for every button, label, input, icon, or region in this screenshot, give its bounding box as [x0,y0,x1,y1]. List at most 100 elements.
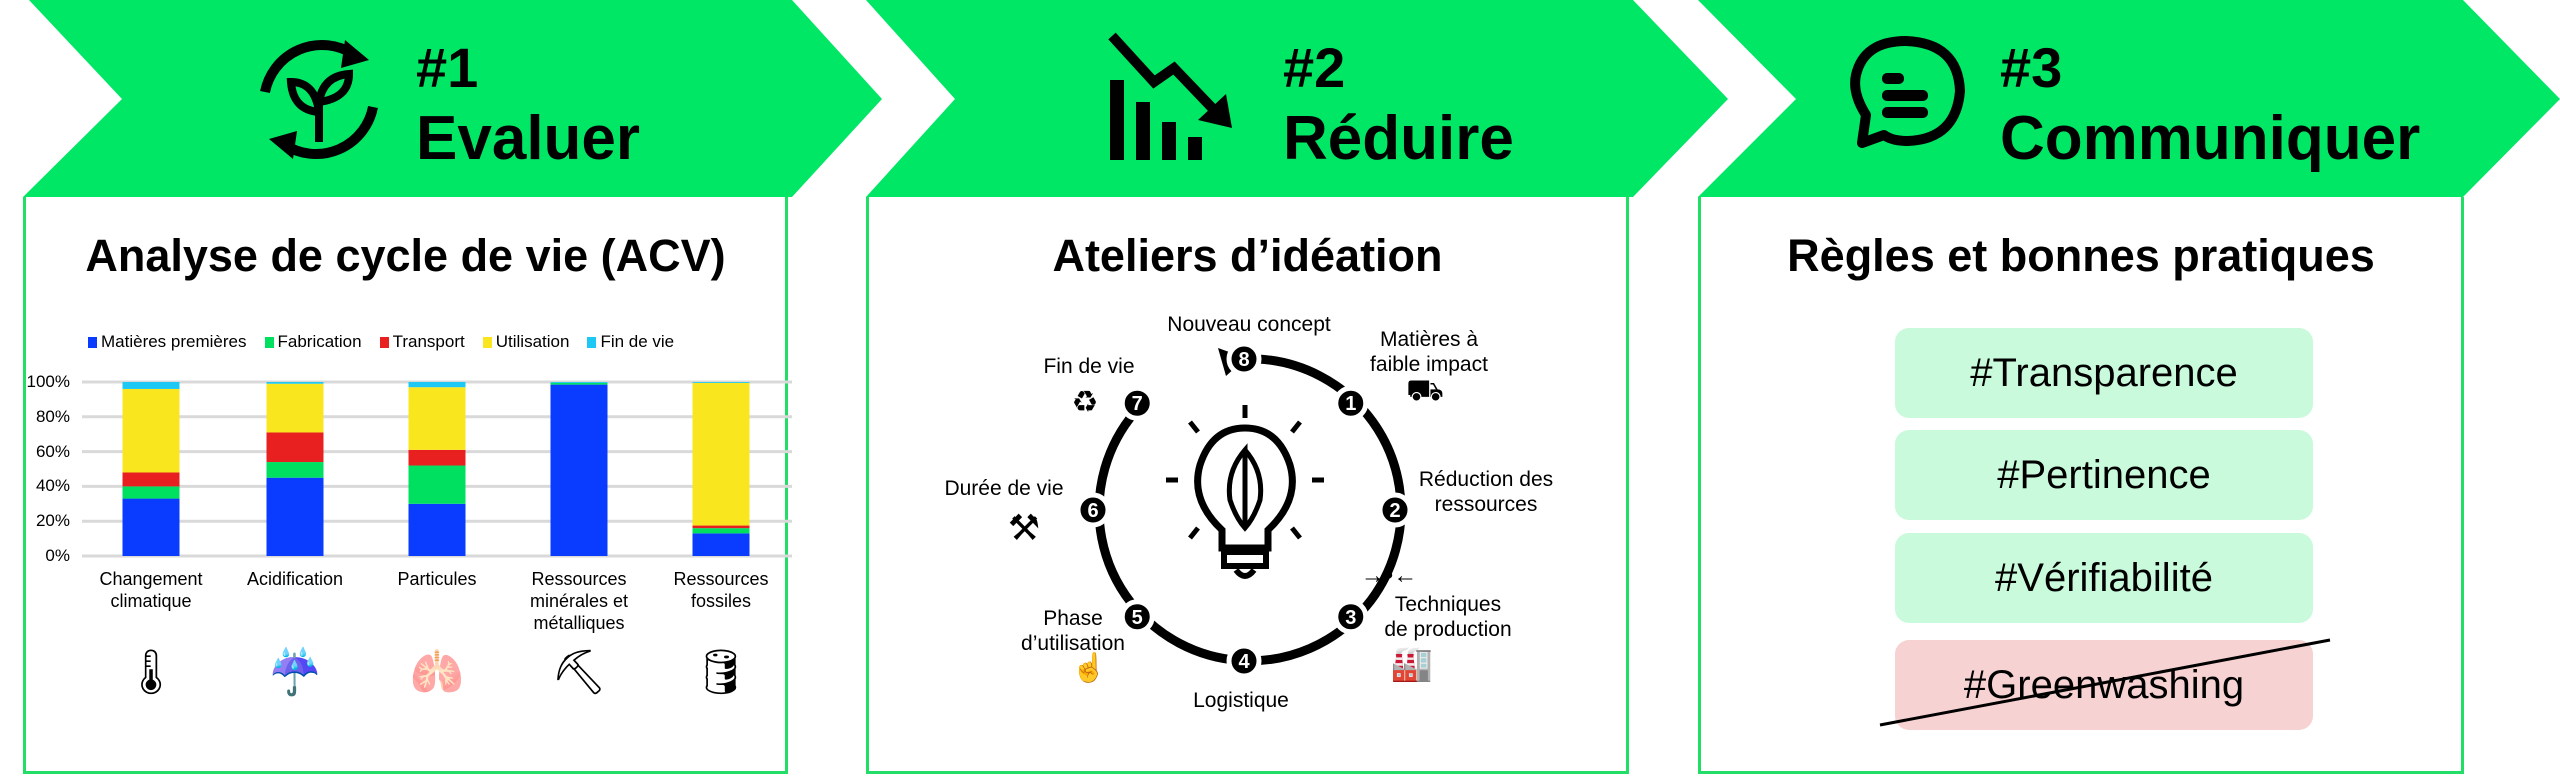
panel-2-title: Ateliers d’idéation [1052,230,1443,281]
declining-chart-icon [1108,32,1232,160]
bar-segment [692,382,750,383]
cycle-node-3 [1333,599,1369,635]
tag-pertinence: #Pertinence [1895,430,2313,520]
tag-verifiabilite: #Vérifiabilité [1895,533,2313,623]
stacked-bar-chart [82,380,792,558]
chat-bubble-icon [1850,36,1965,148]
tag-text: #Pertinence [1997,452,2211,497]
cycle-node-number: 7 [1132,393,1143,415]
bar-segment [692,528,750,534]
oil-barrel-icon: 🛢 [693,648,749,697]
bar-segment [266,462,324,478]
y-tick-label: 20% [35,511,70,531]
legend-swatch [379,337,389,348]
tag-text: #Transparence [1970,350,2238,395]
chevron-step-2 [866,0,1728,197]
cycle-node-number: 8 [1238,349,1249,371]
bar-segment [408,465,466,504]
cycle-node-number: 4 [1238,651,1250,673]
lightbulb-leaf-icon [1166,405,1324,579]
step-3-number: #3 [2000,36,2063,99]
x-category-label: Particules [397,569,477,589]
bar-segment [692,382,750,526]
earth-thermometer-icon: 🌡 [123,648,179,697]
legend-label: Fabrication [277,332,362,351]
x-category-label: Changement climatique [99,569,203,611]
cycle-node-label: Nouveau concept [1167,313,1331,336]
y-tick-label: 0% [45,546,70,565]
legend-label: Utilisation [495,332,570,351]
cycle-node-2 [1377,492,1413,528]
recycle-icon: ♻ [1071,386,1099,419]
cycle-node-number: 6 [1087,500,1098,522]
cycle-node-number: 5 [1132,607,1143,629]
legend-item: Transport [379,332,465,352]
cycle-node-1 [1333,385,1369,421]
step-2-number: #2 [1283,36,1346,99]
cycle-node-number: 1 [1345,393,1356,415]
legend-item: Fin de vie [587,332,674,352]
cycle-node-label: Durée de vie [944,477,1064,500]
tag-text: #Vérifiabilité [1995,555,2213,600]
x-category-label: Ressources fossiles [673,569,769,611]
bar-segment [408,387,466,450]
bar-segment [122,388,180,473]
bar-segment [692,525,750,529]
cycle-node-7 [1119,385,1155,421]
legend-label: Fin de vie [600,332,675,351]
cycle-node-number: 3 [1345,607,1356,629]
header-chevrons [23,0,2560,197]
legend-swatch [264,337,274,348]
legend-item: Matières premières [88,332,247,352]
bar-segment [550,384,608,556]
chevron-step-1 [23,0,882,197]
bar-segment [122,472,180,487]
ideation-cycle: 1 2 3 4 5 6 7 8 [1075,341,1413,679]
legend-swatch [587,337,597,348]
bar-segment [408,503,466,556]
cycle-node-number: 2 [1389,500,1400,522]
hand-swipe-icon: ☝ [1071,652,1107,683]
bar-segment [692,533,750,556]
x-category-label: Ressources minérales et métalliques [529,569,629,633]
legend-swatch [482,337,492,348]
legend-swatch [88,337,97,348]
bar-segment [122,498,180,556]
bar-segment [122,486,180,499]
recycle-plant-icon [260,40,378,159]
cycle-node-label: Matières à faible impact [1370,328,1488,376]
panel-1-title: Analyse de cycle de vie (ACV) [85,230,726,281]
chevron-step-3 [1698,0,2560,197]
panel-communicate [1698,197,2464,774]
tag-greenwashing: #Greenwashing [1895,640,2313,730]
bar-segment [266,382,324,384]
cycle-node-label: Phase d’utilisation [1021,607,1125,655]
cycle-node-label: Fin de vie [1043,355,1135,378]
cycle-node-6 [1075,492,1111,528]
tools-icon: ⚒ [1007,507,1041,548]
acid-rain-cloud-icon: ☔ [267,648,323,697]
lungs-particles-icon: 🫁 [409,648,465,697]
y-tick-label: 60% [35,441,70,461]
chart-legend: Matières premières Fabrication Transport Ut… [88,332,674,352]
bar-segment [266,432,324,463]
cycle-node-8 [1226,341,1262,377]
tag-text: #Greenwashing [1963,662,2245,707]
panel-3-title: Règles et bonnes pratiques [1787,230,2375,281]
bar-segment [408,382,466,388]
step-1-number: #1 [416,36,479,99]
legend-item: Utilisation [482,332,570,352]
bar-segment [266,383,324,433]
bar-segment [550,382,608,383]
pickaxe-mine-icon: ⛏ [551,648,607,697]
cycle-node-label: Réduction des ressources [1418,468,1554,516]
step-2-title: Réduire [1283,104,1514,173]
cycle-node-label: Techniques de production [1384,593,1512,641]
cycle-node-5 [1119,599,1155,635]
bar-segment [550,382,608,385]
mining-cart-icon: ⛟ [1406,374,1444,407]
legend-label: Matières premières [101,332,247,351]
legend-item: Fabrication [264,332,362,352]
tag-transparence: #Transparence [1895,328,2313,418]
bar-segment [122,382,180,389]
